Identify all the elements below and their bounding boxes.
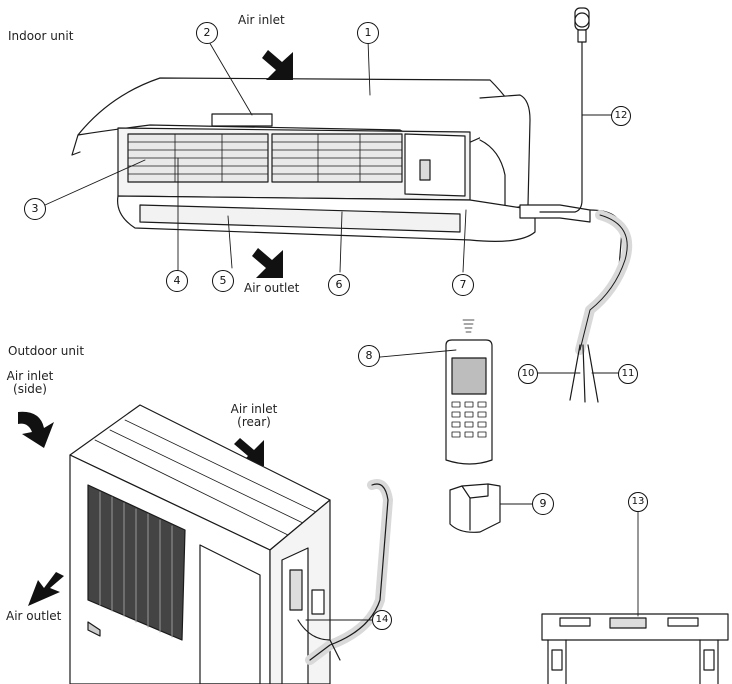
callout-13: 13 [628, 492, 648, 512]
outdoor-unit-title: Outdoor unit [8, 344, 85, 358]
indoor-air-outlet-label: Air outlet [244, 281, 300, 295]
outdoor-air-inlet-side-label: Air inlet (side) [2, 370, 58, 396]
leader-lines [44, 39, 639, 621]
indoor-unit-title: Indoor unit [8, 29, 74, 43]
air-arrows [18, 50, 293, 606]
outdoor-air-inlet-side-line2: (side) [13, 382, 47, 396]
outdoor-air-inlet-rear-line1: Air inlet [230, 402, 278, 416]
callout-1: 1 [357, 22, 379, 44]
outdoor-air-inlet-rear-line2: (rear) [237, 415, 271, 429]
remote-drawing [445, 319, 493, 465]
callout-3: 3 [24, 198, 46, 220]
callout-6: 6 [328, 274, 350, 296]
remote-holder-drawing [449, 483, 501, 533]
callout-10: 10 [518, 364, 538, 384]
callout-12: 12 [611, 106, 631, 126]
outdoor-air-inlet-rear-label: Air inlet (rear) [226, 403, 282, 429]
outdoor-air-outlet-label: Air outlet [6, 609, 62, 623]
outdoor-unit-drawing [69, 404, 393, 684]
callout-5: 5 [212, 270, 234, 292]
mounting-plate-drawing [541, 613, 729, 684]
callout-2: 2 [196, 22, 218, 44]
callout-7: 7 [452, 274, 474, 296]
callout-11: 11 [618, 364, 638, 384]
callout-9: 9 [532, 493, 554, 515]
callout-14: 14 [372, 610, 392, 630]
callout-8: 8 [358, 345, 380, 367]
indoor-unit-drawing [71, 7, 633, 403]
indoor-air-inlet-label: Air inlet [238, 13, 285, 27]
callout-4: 4 [166, 270, 188, 292]
outdoor-air-inlet-side-line1: Air inlet [6, 369, 54, 383]
